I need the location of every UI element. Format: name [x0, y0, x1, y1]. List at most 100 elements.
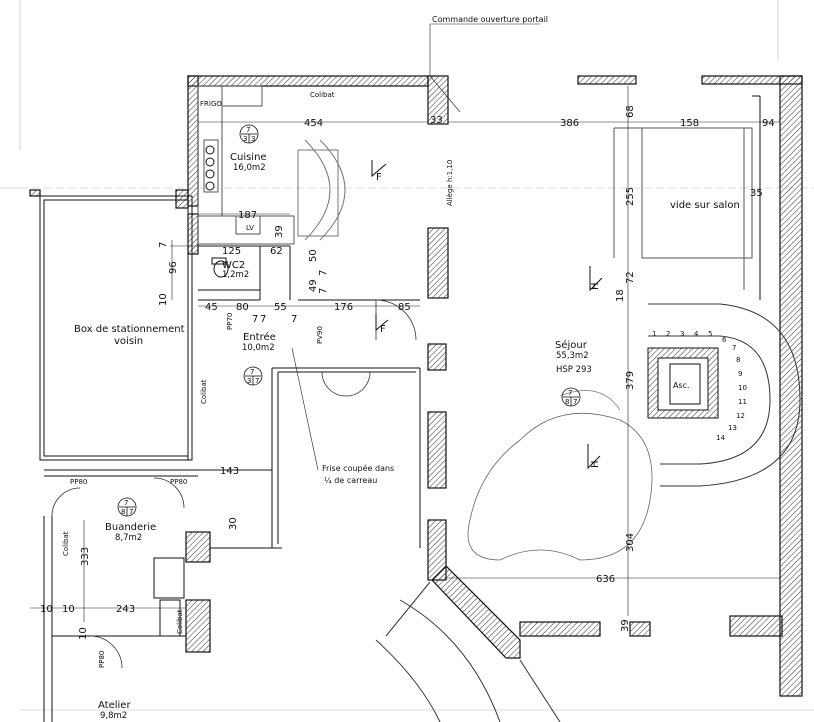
room-atelier-name: Atelier: [98, 700, 131, 711]
svg-text:7: 7: [318, 270, 329, 276]
svg-text:304: 304: [625, 533, 636, 552]
svg-text:7: 7: [260, 314, 266, 325]
svg-text:3: 3: [251, 135, 255, 143]
room-sejour-area: 55,3m2: [556, 351, 589, 361]
room-buanderie-name: Buanderie: [105, 522, 156, 533]
svg-text:45: 45: [205, 302, 218, 313]
svg-text:7: 7: [573, 398, 577, 406]
dimension-texts: 454 33 386 68 158 94 255 35 187 39 125 6…: [40, 105, 775, 640]
svg-text:85: 85: [398, 302, 411, 313]
svg-text:7: 7: [252, 314, 258, 325]
svg-text:18: 18: [615, 289, 626, 302]
svg-text:8: 8: [565, 398, 569, 406]
pv90-label: PV90: [316, 326, 324, 344]
svg-text:H: H: [590, 460, 601, 468]
room-labels: Cuisine 16,0m2 WC2 1,2m2 Entrée 10,0m2 B…: [74, 152, 690, 721]
svg-text:158: 158: [680, 118, 699, 129]
room-badges: 7 3 3 7 7 3 7 7 8 7 7 8: [117, 124, 581, 517]
room-sejour-name: Séjour: [555, 339, 588, 351]
room-box-name-line2: voisin: [114, 336, 143, 347]
svg-text:3: 3: [243, 135, 247, 143]
allege-label: Allège h:1,10: [446, 160, 454, 206]
badge-entree: 7 7 3: [243, 366, 263, 386]
colibat-label-buanderie: Colibat: [176, 609, 184, 634]
svg-text:8: 8: [121, 508, 125, 516]
svg-text:187: 187: [238, 210, 257, 221]
svg-text:7: 7: [250, 368, 254, 376]
stair-step-8: 8: [736, 356, 740, 364]
arrow-h-sejour-bottom: H: [587, 444, 601, 470]
svg-text:50: 50: [308, 249, 319, 262]
svg-text:333: 333: [80, 547, 91, 566]
badge-cuisine: 7 3 3: [239, 124, 259, 144]
frise-label-line2: ¼ de carreau: [324, 476, 377, 485]
stair-step-2: 2: [666, 330, 670, 338]
arrow-h-sejour-top: H: [589, 266, 603, 292]
svg-text:7: 7: [568, 389, 572, 397]
badge-buanderie: 7 7 8: [117, 497, 137, 517]
svg-text:39: 39: [620, 619, 631, 632]
room-atelier-area: 9,8m2: [100, 711, 127, 721]
vide-sur-salon-label: vide sur salon: [670, 200, 740, 211]
pp80-label-b: PP80: [170, 478, 187, 486]
svg-text:3: 3: [247, 377, 251, 385]
stair-step-5: 5: [708, 330, 712, 338]
svg-text:125: 125: [222, 246, 241, 257]
room-cuisine-area: 16,0m2: [233, 163, 266, 173]
svg-text:68: 68: [625, 105, 636, 118]
svg-text:7: 7: [318, 288, 329, 294]
annotation-texts: Commande ouverture portail Frise coupée …: [322, 15, 740, 485]
frigo-label: FRIGO: [200, 100, 222, 108]
direction-arrows: F F H H: [371, 160, 603, 470]
svg-text:7: 7: [246, 126, 250, 134]
frise-label-line1: Frise coupée dans: [322, 463, 394, 473]
svg-text:F: F: [380, 324, 386, 335]
svg-text:10: 10: [78, 627, 89, 640]
svg-text:386: 386: [560, 118, 579, 129]
svg-text:96: 96: [168, 261, 179, 274]
svg-text:636: 636: [596, 574, 615, 585]
svg-text:379: 379: [625, 371, 636, 390]
svg-text:243: 243: [116, 604, 135, 615]
svg-text:10: 10: [40, 604, 53, 615]
svg-text:7: 7: [124, 499, 128, 507]
svg-text:39: 39: [274, 225, 285, 238]
stair-step-3: 3: [680, 330, 684, 338]
svg-text:7: 7: [291, 314, 297, 325]
svg-text:176: 176: [334, 302, 353, 313]
dimension-lines: [30, 23, 780, 622]
elevator-label: Asc.: [673, 381, 690, 390]
arrow-f-entree: F: [375, 314, 389, 335]
svg-text:10: 10: [158, 293, 169, 306]
svg-text:62: 62: [270, 246, 283, 257]
room-wc2-name: WC2: [222, 260, 245, 271]
fixture-labels: FRIGO Colibat LV Colibat Colibat Colibat…: [62, 91, 454, 668]
colibat-label-box: Colibat: [200, 379, 208, 404]
svg-text:80: 80: [236, 302, 249, 313]
svg-text:55: 55: [274, 302, 287, 313]
svg-text:72: 72: [625, 271, 636, 284]
svg-text:49: 49: [308, 279, 319, 292]
pp80-label-c: PP80: [98, 651, 106, 668]
arrow-f-kitchen: F: [371, 160, 387, 183]
room-entree-name: Entrée: [243, 331, 276, 343]
svg-text:7: 7: [255, 377, 259, 385]
pp70-label: PP70: [226, 313, 234, 330]
svg-text:F: F: [376, 172, 382, 183]
stair-step-9: 9: [738, 370, 742, 378]
walls: [29, 75, 803, 697]
room-wc2-area: 1,2m2: [222, 270, 249, 280]
svg-text:35: 35: [750, 188, 763, 199]
svg-text:7: 7: [129, 508, 133, 516]
stair-step-14: 14: [716, 434, 725, 442]
stair-step-11: 11: [738, 398, 747, 406]
room-entree-area: 10,0m2: [242, 343, 275, 353]
portal-command-label: Commande ouverture portail: [432, 15, 548, 24]
room-cuisine-name: Cuisine: [230, 152, 267, 163]
stair-step-6: 6: [722, 336, 727, 344]
pp80-label-a: PP80: [70, 478, 87, 486]
door-swings: [51, 299, 653, 669]
